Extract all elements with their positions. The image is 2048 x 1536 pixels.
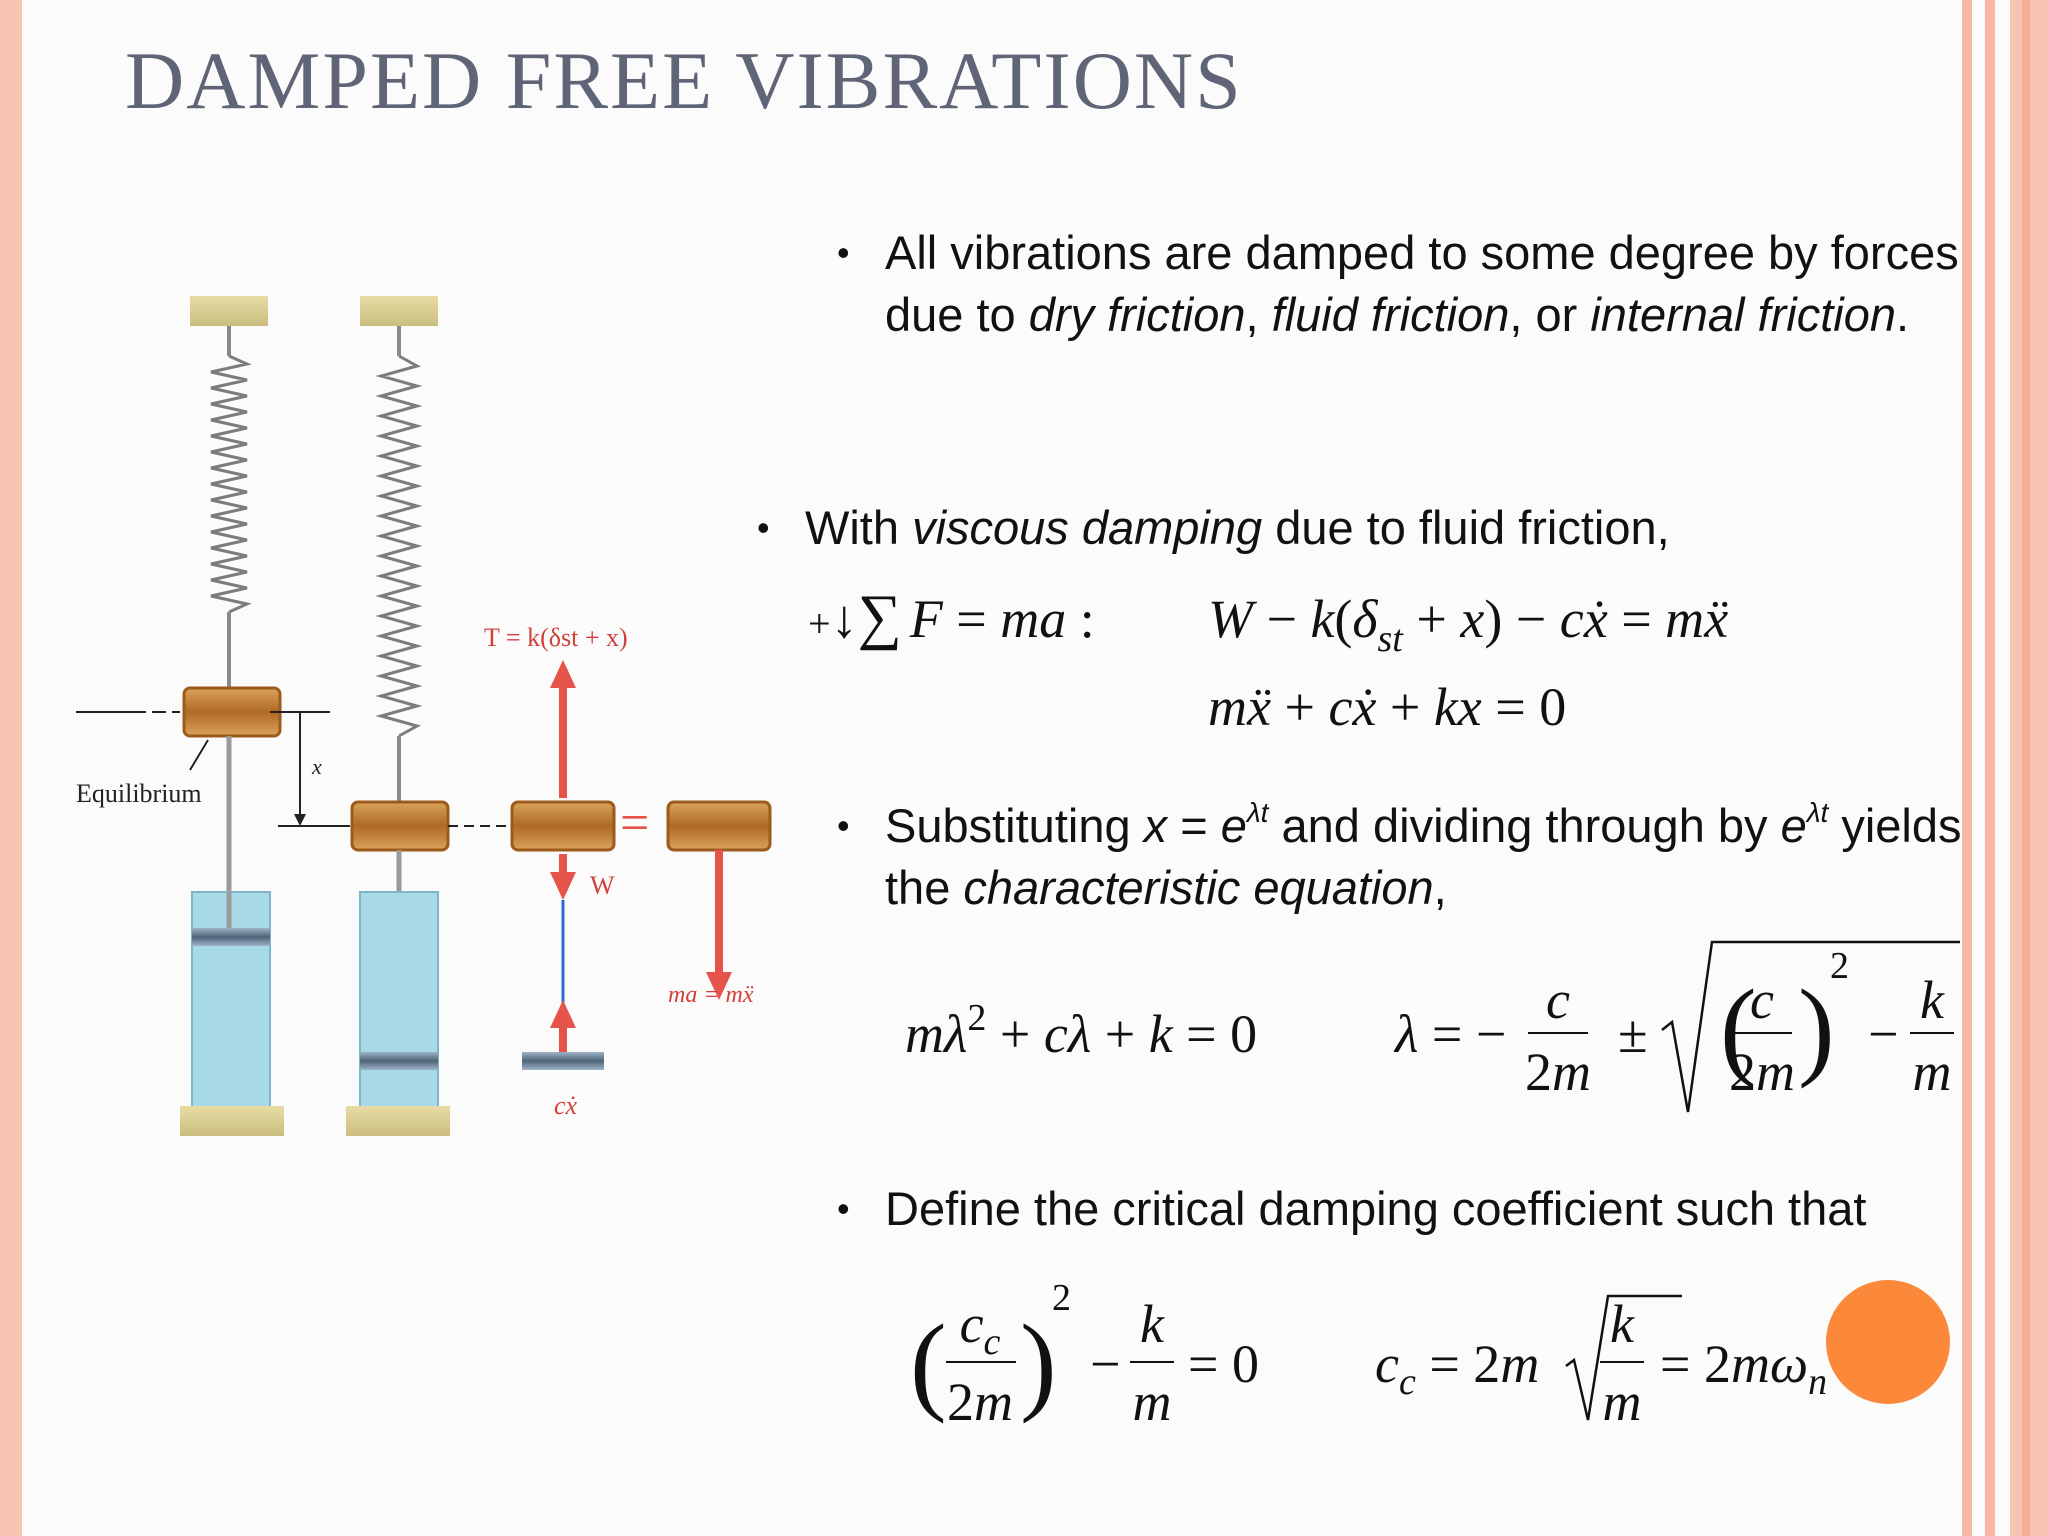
equals-sign: = (620, 795, 649, 852)
svg-text:): ) (1798, 967, 1835, 1089)
svg-text:2m: 2m (1525, 1042, 1591, 1102)
bullet-text: and dividing through by (1268, 799, 1781, 852)
left-border (0, 0, 22, 1536)
damping-force-label: cẋ (554, 1091, 578, 1120)
svg-text:cc: cc (960, 1294, 1001, 1363)
critical-condition: ( cc 2m ) 2 − k m = 0 (910, 1277, 1259, 1432)
bullet-characteristic: • Substituting x = eλt and dividing thro… (837, 795, 1965, 919)
tension-label: T = k(δst + x) (484, 623, 628, 652)
svg-text:m: m (1133, 1372, 1172, 1432)
svg-text:cc = 2m: cc = 2m (1375, 1334, 1539, 1403)
svg-text:2m: 2m (947, 1372, 1013, 1432)
svg-text:m: m (1603, 1372, 1642, 1432)
svg-text:λ = −: λ = − (1393, 1004, 1506, 1064)
svg-text:−: − (1090, 1334, 1120, 1394)
ceiling-mount (360, 296, 438, 326)
var-e: e (1780, 799, 1807, 852)
inertia-mass-block (666, 800, 772, 852)
bullet-text: Substituting (885, 799, 1144, 852)
bullet-text: yields the (885, 799, 1962, 914)
ceiling-mount (190, 296, 268, 326)
damper-piston (192, 928, 270, 946)
bullet-dot: • (757, 507, 770, 548)
critical-coefficient: cc = 2m k m = 2mωn (1375, 1294, 1827, 1432)
damper-cylinder (359, 891, 439, 1109)
term-characteristic-equation: characteristic equation (963, 861, 1434, 914)
ode-equation: mẍ + cẋ + kx = 0 (1208, 677, 1566, 737)
damper-piston (360, 1052, 438, 1070)
motion-equation: W − k(δst + x) − cẋ = mẍ (1208, 589, 1728, 660)
var-e: e (1220, 799, 1247, 852)
spring (375, 354, 423, 738)
characteristic-equation: mλ2 + cλ + k = 0 (905, 997, 1257, 1064)
inertia-arrow (706, 972, 732, 1000)
exponent-lambda-t: λt (1806, 797, 1829, 828)
slide-title: DAMPED FREE VIBRATIONS (125, 35, 1243, 126)
equilibrium-label: Equilibrium (76, 779, 202, 808)
floor (346, 1106, 450, 1136)
x-displacement-label: x (311, 754, 322, 779)
weight-label: W (590, 871, 615, 900)
svg-text:= 2mωn: = 2mωn (1660, 1334, 1827, 1403)
bullet-text: , (1433, 861, 1447, 914)
bullet-dot: • (837, 1188, 850, 1229)
bullet-text: All vibrations are damped to some degree… (885, 226, 1959, 341)
bullet-dot: • (837, 805, 850, 846)
force-sum-label: +↓∑F = ma : (808, 583, 1095, 651)
svg-text:= 0: = 0 (1188, 1334, 1259, 1394)
tension-arrow (550, 660, 576, 688)
bullet-viscous-damping: • With viscous damping due to fluid fric… (757, 497, 1905, 559)
bullet-text: = (1167, 799, 1221, 852)
term-internal-friction: internal friction (1590, 288, 1896, 341)
right-border-stripe (2022, 0, 2030, 1536)
bullet-text: Define the critical damping coefficient … (885, 1182, 1867, 1235)
bullet-critical-damping: • Define the critical damping coefficien… (837, 1178, 1965, 1240)
svg-text:k: k (1140, 1294, 1165, 1354)
term-viscous-damping: viscous damping (912, 501, 1263, 554)
right-border-stripe (1985, 0, 1995, 1536)
bullet-text: With (805, 501, 913, 554)
characteristic-equation-block: mλ2 + cλ + k = 0 λ = − c 2m ± ( c 2m ) 2… (905, 940, 1960, 1113)
term-fluid-friction: fluid friction (1271, 288, 1510, 341)
bullet-text: , (1245, 288, 1272, 341)
bullet-text: , or (1509, 288, 1591, 341)
exponent-lambda-t: λt (1246, 797, 1269, 828)
svg-text:±: ± (1618, 1004, 1648, 1064)
weight-arrow (550, 872, 576, 900)
floor (180, 1106, 284, 1136)
critical-damping-block: ( cc 2m ) 2 − k m = 0 cc = 2m k m = 2mωn (910, 1277, 1827, 1432)
svg-text:2: 2 (1052, 1277, 1071, 1319)
spring (210, 354, 252, 614)
roots-formula: λ = − c 2m ± ( c 2m ) 2 − k m (1393, 940, 1960, 1113)
bullet-damping-sources: • All vibrations are damped to some degr… (837, 222, 1975, 346)
svg-text:−: − (1868, 1004, 1898, 1064)
svg-text:2m: 2m (1729, 1042, 1795, 1102)
inertia-label: ma = mẍ (668, 982, 754, 1008)
term-dry-friction: dry friction (1028, 288, 1246, 341)
svg-text:2: 2 (1830, 945, 1849, 987)
right-border-stripe (1962, 0, 1972, 1536)
svg-text:k: k (1920, 970, 1945, 1030)
bullet-text: due to fluid friction, (1262, 501, 1670, 554)
var-x: x (1143, 799, 1168, 852)
svg-text:): ) (1020, 1302, 1057, 1424)
mass-block (182, 686, 282, 738)
fbd-mass-block (510, 800, 616, 852)
svg-text:(: ( (1720, 967, 1757, 1089)
bullet-dot: • (837, 232, 850, 273)
damping-arrow (550, 1000, 576, 1028)
equation-of-motion: +↓∑F = ma : W − k(δst + x) − cẋ = mẍ mẍ … (808, 583, 1728, 737)
svg-text:(: ( (910, 1302, 947, 1424)
svg-text:m: m (1913, 1042, 1952, 1102)
mass-block (350, 800, 450, 852)
svg-text:k: k (1610, 1294, 1635, 1354)
fbd-piston (522, 1052, 604, 1070)
svg-text:c: c (1750, 970, 1774, 1030)
slide-accent-circle (1826, 1280, 1950, 1404)
spring-damper-figure: x Equilibrium T = k(δst + x) W cẋ = ma =… (76, 296, 772, 1136)
svg-text:c: c (1546, 970, 1570, 1030)
bullet-text: . (1895, 288, 1910, 341)
